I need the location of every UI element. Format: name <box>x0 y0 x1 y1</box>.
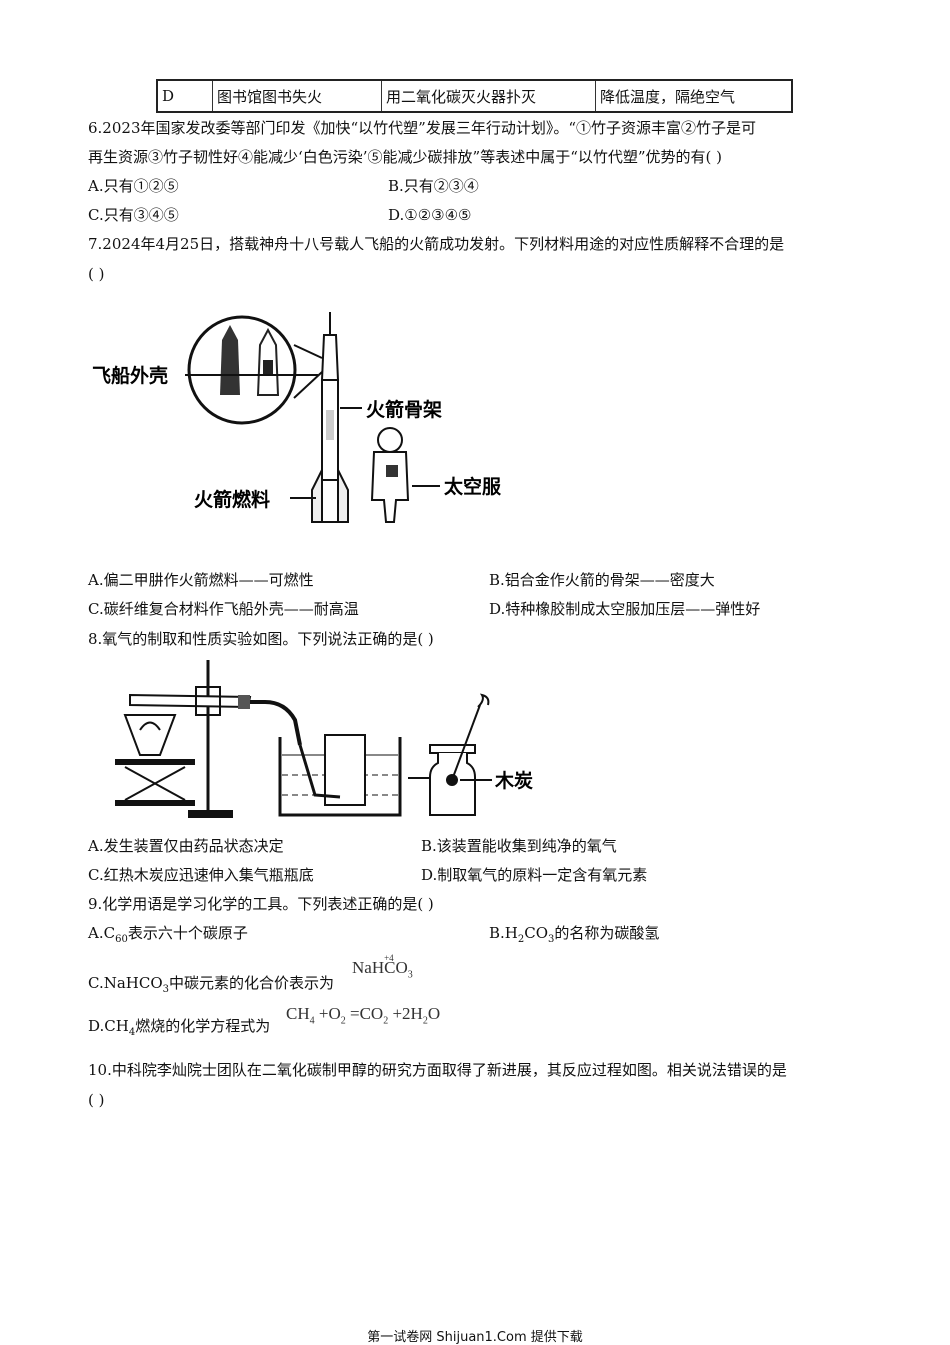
suit-label: 太空服 <box>444 475 502 498</box>
charcoal-label: 木炭 <box>494 769 533 792</box>
q7-option-a: A.偏二甲肼作火箭燃料——可燃性 <box>88 571 314 589</box>
capsule-shape <box>220 325 240 395</box>
astronaut-shape <box>370 451 410 523</box>
q6-option-d: D.①②③④⑤ <box>388 206 472 224</box>
q8-option-a: A.发生装置仅由药品状态决定 <box>88 837 284 855</box>
fuel-label: 火箭燃料 <box>194 488 270 511</box>
q10-stem-line2: ( ) <box>88 1091 105 1109</box>
q9-option-c: C.NaHCO3中碳元素的化合价表示为 <box>88 974 335 995</box>
frame-label: 火箭骨架 <box>366 398 442 421</box>
q6-stem-line2: 再生资源③竹子韧性好④能减少‘白色污染’⑤能减少碳排放”等表述中属于“以竹代塑”… <box>88 148 723 166</box>
q10-stem-line1: 10.中科院李灿院士团队在二氧化碳制甲醇的研究方面取得了新进展，其反应过程如图。… <box>88 1061 787 1079</box>
q6-stem-line1: 6.2023年国家发改委等部门印发《加快“以竹代塑”发展三年行动计划》。“①竹子… <box>88 119 756 137</box>
stand-base <box>188 810 233 818</box>
answer-table: D 图书馆图书失火 用二氧化碳灭火器扑灭 降低温度，隔绝空气 <box>156 79 793 113</box>
table-cell: 降低温度，隔绝空气 <box>595 79 793 113</box>
q6-option-a: A.只有①②⑤ <box>88 177 179 195</box>
q6-option-b: B.只有②③④ <box>388 177 479 195</box>
astronaut-helmet <box>377 427 403 453</box>
table-cell: 图书馆图书失火 <box>212 79 382 113</box>
q8-option-d: D.制取氧气的原料一定含有氧元素 <box>421 866 648 884</box>
q8-option-c: C.红热木炭应迅速伸入集气瓶瓶底 <box>88 866 314 884</box>
water-trough <box>278 737 402 817</box>
q6-option-c: C.只有③④⑤ <box>88 206 179 224</box>
table-row: D 图书馆图书失火 用二氧化碳灭火器扑灭 降低温度，隔绝空气 <box>156 79 793 113</box>
q7-option-c: C.碳纤维复合材料作飞船外壳——耐高温 <box>88 600 359 618</box>
lift-stand <box>115 800 195 806</box>
table-cell: 用二氧化碳灭火器扑灭 <box>381 79 596 113</box>
page-footer: 第一试卷网 Shijuan1.Com 提供下载 <box>367 1330 583 1345</box>
delivery-tube <box>248 700 302 746</box>
q7-option-b: B.铝合金作火箭的骨架——密度大 <box>489 571 715 589</box>
q7-option-d: D.特种橡胶制成太空服加压层——弹性好 <box>489 600 761 618</box>
rocket-shape <box>320 334 340 381</box>
alcohol-lamp <box>123 714 177 756</box>
test-tube <box>129 693 252 709</box>
magnifier-circle <box>187 315 297 425</box>
rocket-figure: 飞船外壳 火箭骨架 火箭燃料 太空服 <box>92 312 502 523</box>
q8-option-b: B.该装置能收集到纯净的氧气 <box>421 837 617 855</box>
q7-stem-line1: 7.2024年4月25日，搭载神舟十八号载人飞船的火箭成功发射。下列材料用途的对… <box>88 235 785 253</box>
q9-option-d: D.CH4燃烧的化学方程式为 <box>88 1017 271 1038</box>
q9-option-a: A.C60表示六十个碳原子 <box>88 924 248 945</box>
q8-stem: 8.氧气的制取和性质实验如图。下列说法正确的是( ) <box>88 630 434 648</box>
combustion-equation: CH4 +O2 =CO2 +2H2O <box>286 1004 441 1027</box>
table-cell: D <box>156 79 213 113</box>
q9-stem: 9.化学用语是学习化学的工具。下列表述正确的是( ) <box>88 895 434 913</box>
q9-option-b: B.H2CO3的名称为碳酸氢 <box>489 924 660 945</box>
gas-jar <box>324 734 366 806</box>
q7-stem-line2: ( ) <box>88 265 105 283</box>
shell-label: 飞船外壳 <box>92 364 168 387</box>
oxygen-apparatus-figure: 木炭 <box>115 660 533 818</box>
